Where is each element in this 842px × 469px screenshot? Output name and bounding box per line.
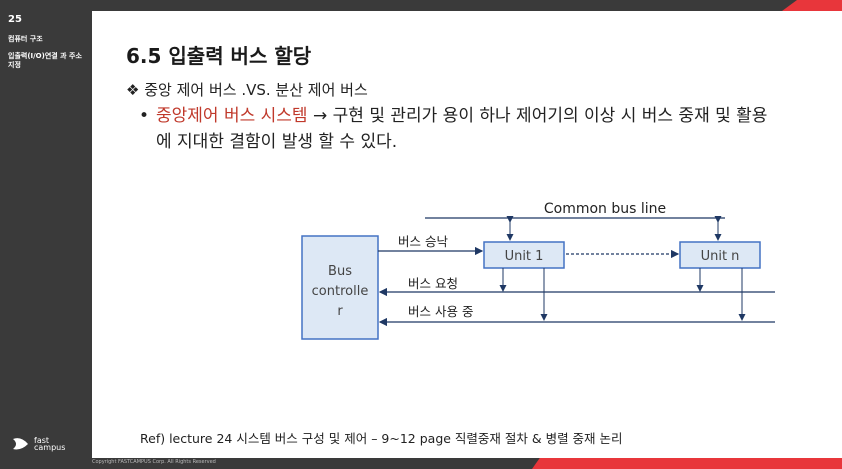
- bus-controller-label-2: controlle: [312, 284, 369, 299]
- accent-stripe-top: [782, 0, 842, 11]
- sidebar: 25 컴퓨터 구조 입출력(I/O)연결 과 주소지정 fast campus: [0, 0, 92, 469]
- footer-bar: [0, 458, 842, 469]
- reference-note: Ref) lecture 24 시스템 버스 구성 및 제어 – 9~12 pa…: [140, 431, 623, 446]
- unit1-box: [483, 241, 565, 269]
- bullet-level2-text: → 구현 및 관리가 용이 하나 제어기의 이상 시 버스 중재 및 활용에 지…: [156, 106, 768, 152]
- logo-text-line1: fast: [34, 436, 50, 445]
- common-bus-label: Common bus line: [544, 201, 666, 217]
- chapter-subtitle: 입출력(I/O)연결 과 주소지정: [8, 52, 82, 69]
- copyright: Copyright FASTCAMPUS Corp. All Rights Re…: [92, 459, 216, 465]
- logo-icon: [13, 438, 28, 450]
- dot-bullet-icon: •: [139, 106, 150, 126]
- fastcampus-logo: fast campus: [12, 436, 66, 452]
- bullet-level2: • 중앙제어 버스 시스템 → 구현 및 관리가 용이 하나 제어기의 이상 시…: [139, 103, 776, 155]
- bus-controller-label-3: r: [337, 304, 343, 319]
- bus-controller-box: [301, 235, 379, 340]
- bullet-highlight: 중앙제어 버스 시스템: [156, 106, 308, 126]
- slide-title: 6.5 입출력 버스 할당: [126, 44, 312, 68]
- grant-label: 버스 승낙: [398, 234, 448, 249]
- unitn-label: Unit n: [701, 249, 740, 264]
- slide-content: 6.5 입출력 버스 할당 ❖ 중앙 제어 버스 .VS. 분산 제어 버스 •…: [92, 11, 842, 458]
- chapter-number: 25: [8, 14, 22, 25]
- accent-stripe-bottom: [532, 458, 842, 469]
- bus-controller-label-1: Bus: [328, 264, 352, 279]
- request-label: 버스 요청: [408, 276, 458, 291]
- unit1-label: Unit 1: [505, 249, 544, 264]
- busy-label: 버스 사용 중: [408, 304, 473, 319]
- bullet-level1-text: 중앙 제어 버스 .VS. 분산 제어 버스: [144, 81, 368, 99]
- chapter-title: 컴퓨터 구조: [8, 35, 43, 43]
- logo-text-line2: campus: [34, 443, 66, 452]
- bullet-level1: ❖ 중앙 제어 버스 .VS. 분산 제어 버스: [126, 79, 368, 100]
- diamond-bullet-icon: ❖: [126, 81, 140, 99]
- unitn-box: [679, 241, 761, 269]
- bus-arbitration-diagram: Common bus line Bus controlle r Unit 1 U…: [301, 201, 775, 340]
